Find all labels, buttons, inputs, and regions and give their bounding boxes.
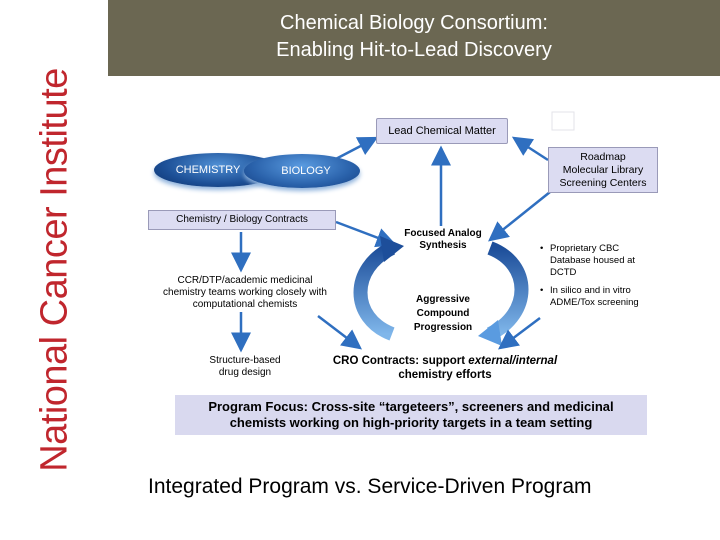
bullet2-line-1: In silico and in vitro	[550, 285, 631, 296]
aggressive-progression-text: Aggressive Compound Progression	[398, 293, 488, 335]
roadmap-line-3: Screening Centers	[559, 177, 647, 189]
focused-line-2: Synthesis	[419, 240, 467, 251]
bullet1-line-1: Proprietary CBC	[550, 243, 620, 254]
program-focus-line-1: Program Focus: Cross-site “targeteers”, …	[208, 399, 614, 414]
ccr-line-2: chemistry teams working closely with	[163, 287, 327, 298]
arrow-roadmap-to-lead	[511, 136, 549, 162]
cro-contracts-text: CRO Contracts: support external/internal…	[320, 354, 570, 382]
bullet-item: In silico and in vitro ADME/Tox screenin…	[540, 285, 700, 309]
integrated-program-statement: Integrated Program vs. Service-Driven Pr…	[148, 475, 592, 498]
ccr-line-1: CCR/DTP/academic medicinal	[177, 275, 313, 286]
bullet2-line-2: ADME/Tox screening	[550, 297, 639, 308]
aggressive-line-1: Aggressive	[416, 294, 470, 305]
structure-line-2: drug design	[218, 367, 272, 378]
roadmap-box: Roadmap Molecular Library Screening Cent…	[548, 147, 658, 193]
header-banner: Chemical Biology Consortium: Enabling Hi…	[108, 0, 720, 76]
structure-line-1: Structure-based	[209, 355, 281, 366]
biology-label: BIOLOGY	[281, 165, 331, 177]
bullet1-line-3: DCTD	[550, 267, 577, 278]
cro-line-2: chemistry efforts	[398, 369, 492, 381]
arrow-to-cro-right	[498, 317, 541, 350]
bullet-list: Proprietary CBC Database housed at DCTD …	[540, 243, 700, 315]
aggressive-line-2: Compound	[416, 308, 470, 319]
focused-line-1: Focused Analog	[404, 228, 482, 239]
cro-line-1: CRO Contracts: support external/internal	[320, 354, 570, 368]
chemistry-label: CHEMISTRY	[175, 164, 241, 176]
focused-analog-text: Focused Analog Synthesis	[393, 228, 493, 252]
lead-chemical-matter-box: Lead Chemical Matter	[376, 118, 508, 144]
roadmap-line-1: Roadmap	[580, 151, 626, 163]
bullet-item: Proprietary CBC Database housed at DCTD	[540, 243, 700, 279]
cycle-arrow-left	[353, 241, 396, 341]
arrow-to-cro-left	[317, 315, 362, 350]
ccr-line-3: computational chemists	[192, 299, 298, 310]
biology-oval: BIOLOGY	[244, 154, 360, 188]
contracts-box: Chemistry / Biology Contracts	[148, 210, 336, 230]
structure-based-text: Structure-based drug design	[195, 355, 295, 379]
aggressive-line-3: Progression	[413, 322, 473, 333]
faint-logo-icon	[551, 111, 575, 131]
arrow-roadmap-to-focused	[488, 191, 551, 242]
title-line-1: Chemical Biology Consortium:	[280, 12, 548, 34]
title-line-2: Enabling Hit-to-Lead Discovery	[276, 39, 552, 61]
roadmap-line-2: Molecular Library	[562, 164, 644, 176]
cycle-arrow-left-head	[380, 236, 404, 262]
bullet1-line-2: Database housed at	[550, 255, 636, 266]
ccr-teams-text: CCR/DTP/academic medicinal chemistry tea…	[150, 275, 340, 311]
program-focus-line-2: chemists working on high-priority target…	[229, 415, 593, 430]
cycle-arrow-right-head	[478, 320, 502, 346]
cycle-arrow-right	[486, 241, 529, 341]
program-focus-box: Program Focus: Cross-site “targeteers”, …	[175, 395, 647, 435]
cro-line-1-a: CRO Contracts: support	[332, 355, 469, 367]
cro-line-1-b: external/internal	[468, 355, 558, 367]
sidebar: National Cancer Institute	[0, 0, 108, 540]
slide-title: Chemical Biology Consortium: Enabling Hi…	[108, 10, 720, 64]
